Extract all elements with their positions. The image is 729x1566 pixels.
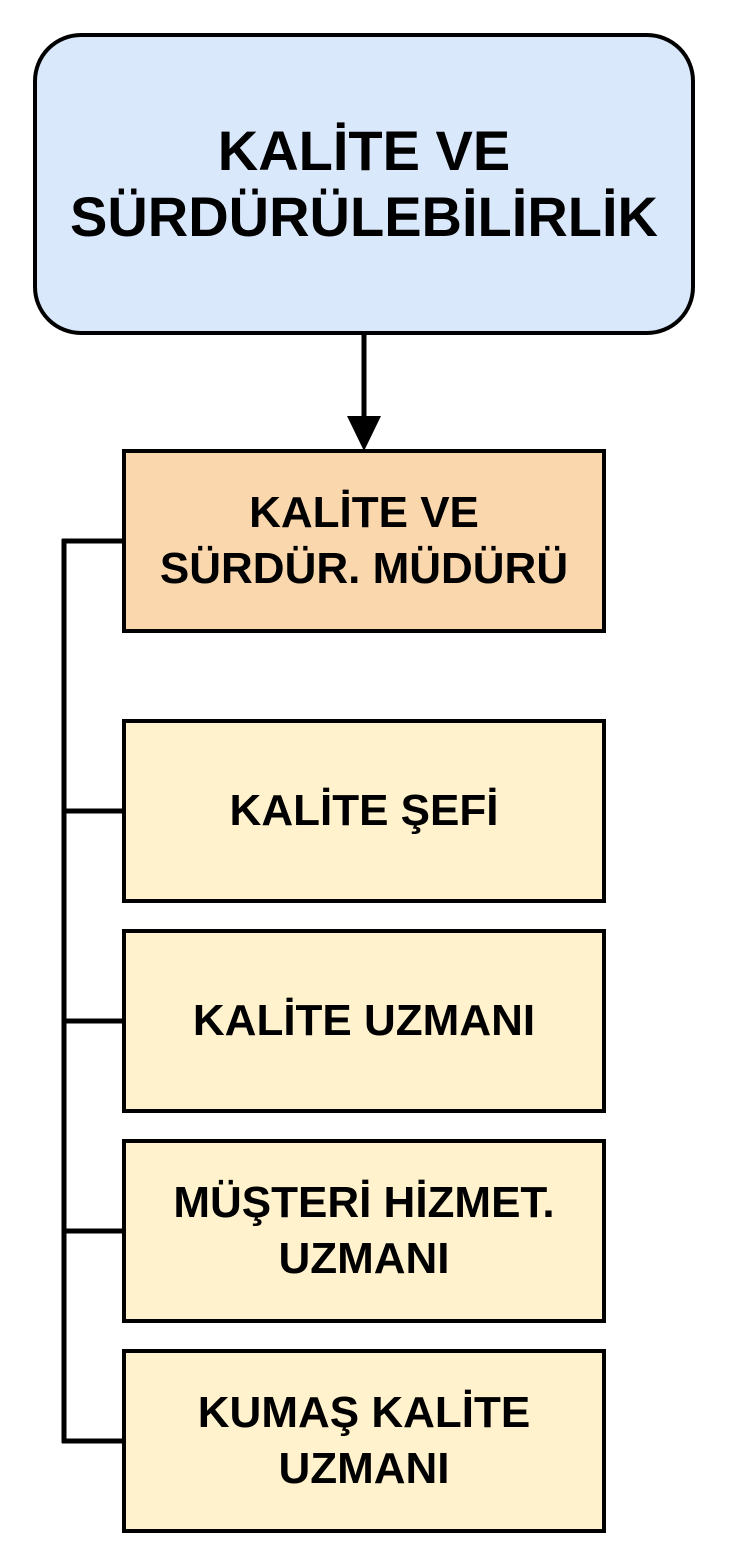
staff-node-label: KALİTE UZMANI (192, 996, 536, 1045)
staff-node-quality-chief: KALİTE ŞEFİ (122, 719, 606, 903)
manager-node-label: KALİTE VE SÜRDÜR. MÜDÜRÜ (159, 488, 569, 593)
root-node: KALİTE VE SÜRDÜRÜLEBİLİRLİK (33, 33, 695, 335)
arrowhead-icon (347, 416, 381, 451)
staff-node-label: KUMAŞ KALİTE UZMANI (197, 1388, 531, 1493)
staff-node-customer-service-specialist: MÜŞTERİ HİZMET. UZMANI (122, 1139, 606, 1323)
staff-node-quality-specialist: KALİTE UZMANI (122, 929, 606, 1113)
staff-node-fabric-quality-specialist: KUMAŞ KALİTE UZMANI (122, 1349, 606, 1533)
manager-node: KALİTE VE SÜRDÜR. MÜDÜRÜ (122, 449, 606, 633)
staff-node-label: MÜŞTERİ HİZMET. UZMANI (173, 1178, 555, 1283)
staff-node-label: KALİTE ŞEFİ (229, 786, 499, 835)
root-node-label: KALİTE VE SÜRDÜRÜLEBİLİRLİK (70, 119, 658, 248)
